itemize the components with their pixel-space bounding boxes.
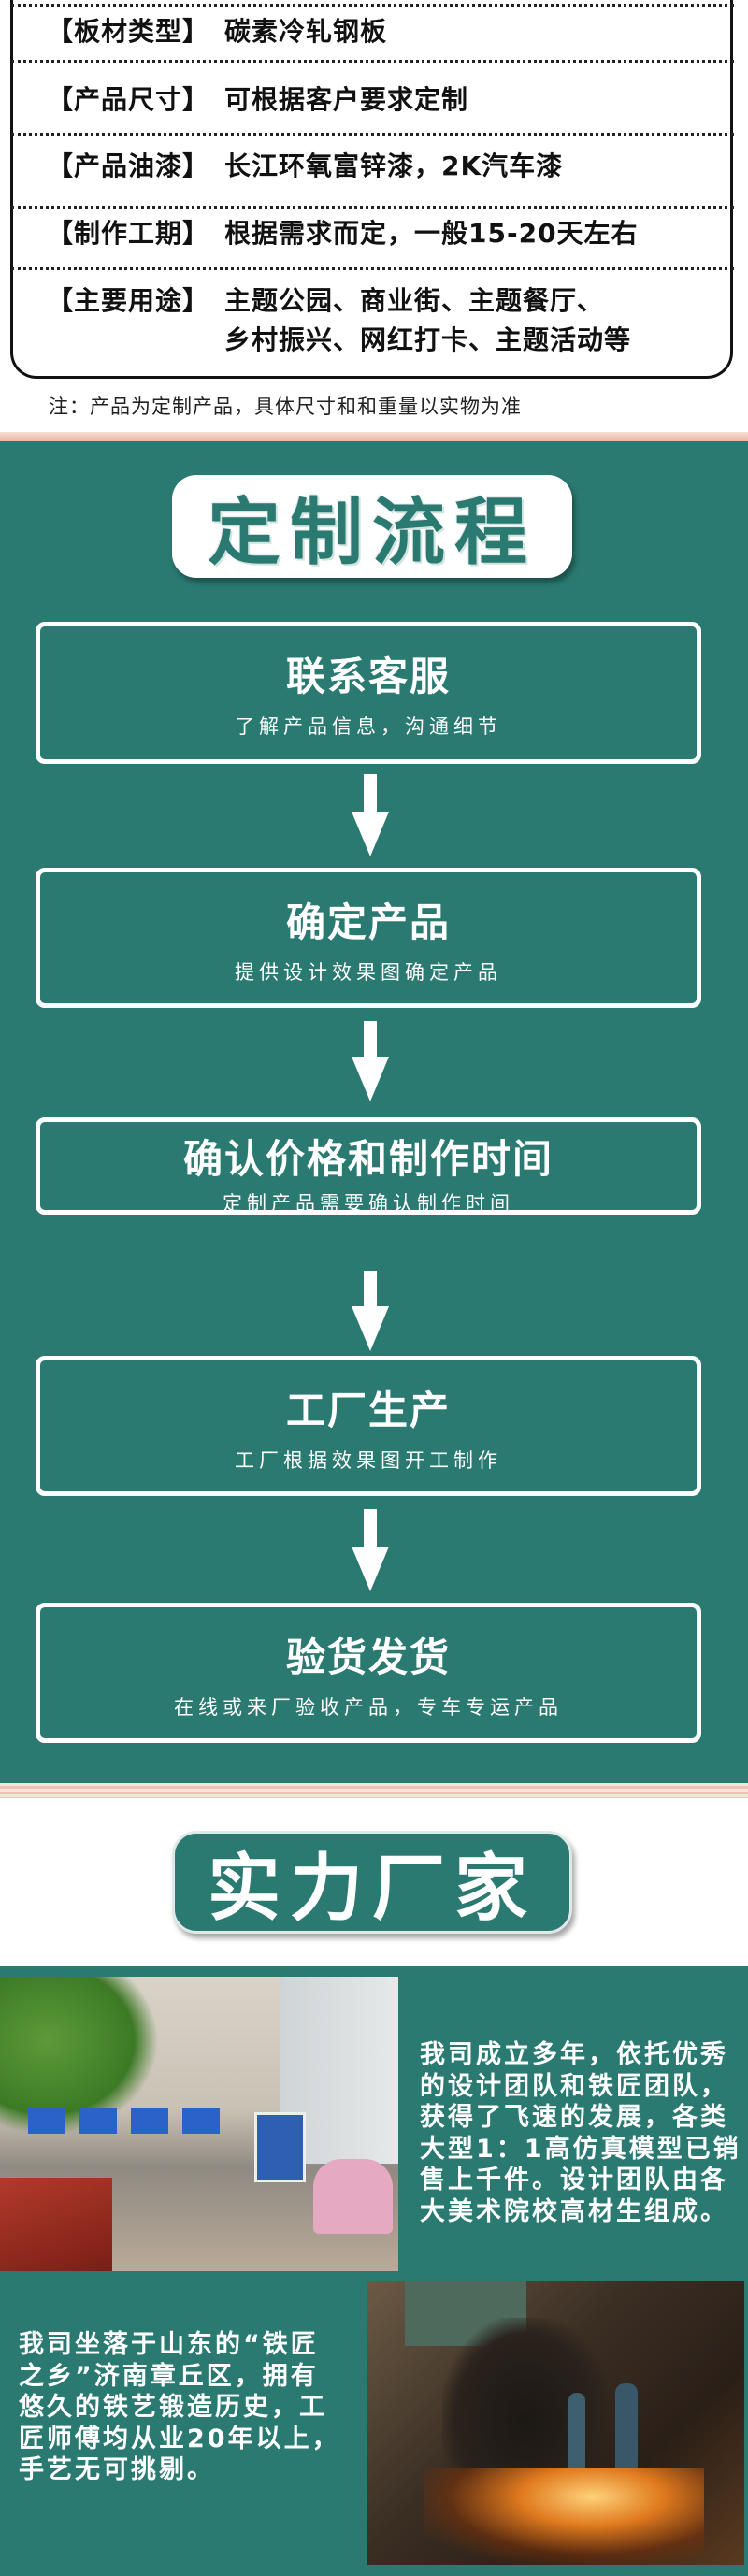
divider <box>11 60 734 63</box>
spec-value: 碳素冷轧钢板 <box>224 16 388 47</box>
arrow-down-icon <box>352 1021 389 1101</box>
arrow-down-icon <box>352 1509 389 1591</box>
spec-row-paint: 【产品油漆】长江环氧富锌漆，2K汽车漆 <box>47 150 563 183</box>
factory-description-2: 我司坐落于山东的“铁匠 之乡”济南章丘区，拥有 悠久的铁艺锻造历史，工 匠师傅均… <box>19 2329 340 2486</box>
spec-row-size: 【产品尺寸】可根据客户要求定制 <box>47 83 468 117</box>
step-title: 验货发货 <box>285 1634 451 1680</box>
office-photo <box>0 1977 398 2271</box>
process-step: 验货发货 在线或来厂验收产品，专车专运产品 <box>36 1603 701 1743</box>
spec-row-leadtime: 【制作工期】根据需求而定，一般15-20天左右 <box>47 217 639 251</box>
step-desc: 在线或来厂验收产品，专车专运产品 <box>174 1696 563 1719</box>
spec-label: 【制作工期】 <box>47 218 210 249</box>
process-step: 确定产品 提供设计效果图确定产品 <box>36 868 701 1008</box>
process-step: 工厂生产 工厂根据效果图开工制作 <box>36 1356 701 1496</box>
arrow-down-icon <box>352 1271 389 1351</box>
divider <box>11 267 734 270</box>
step-desc: 工厂根据效果图开工制作 <box>235 1449 502 1472</box>
step-title: 联系客服 <box>285 654 451 699</box>
text-line: 手艺无可挑剔。 <box>19 2455 215 2484</box>
spec-row-usage: 【主要用途】主题公园、商业街、主题餐厅、 <box>47 284 604 318</box>
workshop-photo <box>367 2281 744 2565</box>
divider <box>11 206 734 209</box>
spec-row-material: 【板材类型】碳素冷轧钢板 <box>47 15 387 49</box>
text-line: 我司成立多年，依托优秀 <box>420 2040 728 2069</box>
spec-value: 根据需求而定，一般15-20天左右 <box>224 218 639 249</box>
text-line: 悠久的铁艺锻造历史，工 <box>19 2393 327 2422</box>
text-line: 之乡”济南章丘区，拥有 <box>19 2361 319 2391</box>
spec-label: 【主要用途】 <box>47 285 210 316</box>
spec-row-usage-cont: 乡村振兴、网红打卡、主题活动等 <box>224 324 631 357</box>
text-line: 大型1：1高仿真模型已销 <box>420 2134 741 2164</box>
text-line: 匠师傅均从业20年以上， <box>19 2424 340 2454</box>
text-line: 获得了飞速的发展，各类 <box>420 2103 728 2132</box>
spec-label: 【产品油漆】 <box>47 151 210 181</box>
step-title: 确定产品 <box>285 899 451 945</box>
spec-value: 主题公园、商业街、主题餐厅、 <box>224 285 605 316</box>
factory-title: 实力厂家 <box>172 1831 572 1934</box>
spec-value: 乡村振兴、网红打卡、主题活动等 <box>224 324 632 355</box>
spec-value: 长江环氧富锌漆，2K汽车漆 <box>224 151 564 181</box>
divider-stripe <box>0 432 748 441</box>
factory-description-1: 我司成立多年，依托优秀 的设计团队和铁匠团队， 获得了飞速的发展，各类 大型1：… <box>420 2039 741 2227</box>
process-step: 确认价格和制作时间 定制产品需要确认制作时间 <box>36 1117 701 1215</box>
spec-value: 可根据客户要求定制 <box>224 84 469 115</box>
process-step: 联系客服 了解产品信息，沟通细节 <box>36 622 701 764</box>
process-section: 定制流程 联系客服 了解产品信息，沟通细节 确定产品 提供设计效果图确定产品 确… <box>0 441 748 1783</box>
text-line: 大美术院校高材生组成。 <box>420 2196 728 2226</box>
arrow-down-icon <box>352 774 389 856</box>
step-desc: 了解产品信息，沟通细节 <box>235 715 502 738</box>
note-text: 注：产品为定制产品，具体尺寸和和重量以实物为准 <box>49 396 522 418</box>
divider <box>11 4 734 7</box>
step-desc: 定制产品需要确认制作时间 <box>223 1192 514 1215</box>
step-title: 工厂生产 <box>285 1388 451 1433</box>
spec-label: 【板材类型】 <box>47 16 210 47</box>
divider-stripe <box>0 1783 748 1798</box>
step-title: 确认价格和制作时间 <box>182 1136 554 1182</box>
text-line: 我司坐落于山东的“铁匠 <box>19 2330 319 2359</box>
step-desc: 提供设计效果图确定产品 <box>235 961 502 984</box>
text-line: 的设计团队和铁匠团队， <box>420 2071 728 2101</box>
text-line: 售上千件。设计团队由各 <box>420 2166 728 2195</box>
spec-table <box>10 0 733 379</box>
spec-label: 【产品尺寸】 <box>47 84 210 115</box>
divider <box>11 133 734 136</box>
process-title: 定制流程 <box>172 475 572 578</box>
